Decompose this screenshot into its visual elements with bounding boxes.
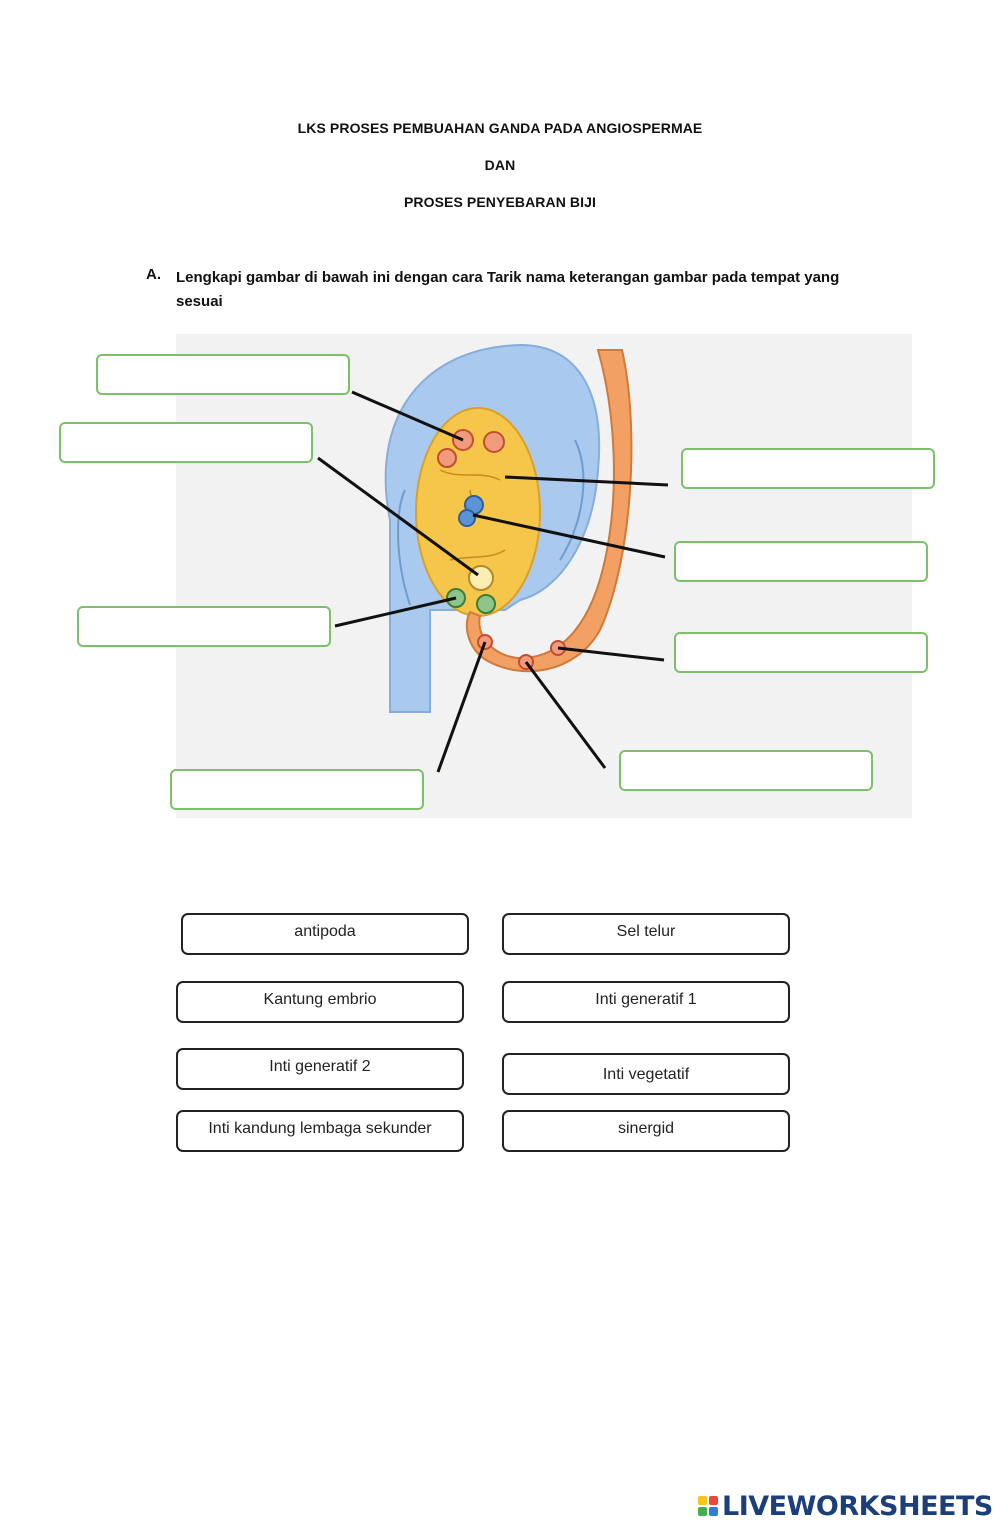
drop-zone-8[interactable] — [170, 769, 424, 810]
logo-square-red — [709, 1496, 718, 1505]
integument-fold-left — [398, 490, 410, 605]
leader-line-3 — [505, 477, 668, 485]
drop-zone-1[interactable] — [96, 354, 350, 395]
page-title-line-1: LKS PROSES PEMBUAHAN GANDA PADA ANGIOSPE… — [0, 120, 1000, 136]
leader-line-4 — [473, 515, 665, 557]
leader-line-2 — [318, 458, 478, 575]
embryo-sac-network — [440, 470, 505, 560]
sperm-nucleus-2 — [519, 655, 533, 669]
embryo-sac — [416, 408, 540, 616]
drop-zone-5[interactable] — [77, 606, 331, 647]
logo-square-yellow — [698, 1496, 707, 1505]
vegetative-nucleus — [551, 641, 565, 655]
antipoda-cell-3 — [438, 449, 456, 467]
word-chip-sinergid[interactable]: sinergid — [502, 1110, 790, 1152]
pollen-tube — [467, 350, 632, 671]
word-chip-inti-generatif-1[interactable]: Inti generatif 1 — [502, 981, 790, 1023]
logo-square-green — [698, 1507, 707, 1516]
egg-cell — [469, 566, 493, 590]
drop-zone-3[interactable] — [681, 448, 935, 489]
antipoda-cell-2 — [484, 432, 504, 452]
page-title-line-2: DAN — [0, 157, 1000, 173]
integument-fold-right — [560, 440, 583, 560]
drop-zone-4[interactable] — [674, 541, 928, 582]
leader-line-7 — [438, 642, 485, 772]
polar-nucleus-1 — [465, 496, 483, 514]
leader-line-1 — [352, 392, 463, 440]
sperm-nucleus-1 — [478, 635, 492, 649]
liveworksheets-logo-text: LIVEWORKSHEETS — [722, 1491, 993, 1522]
polar-nucleus-2 — [459, 510, 475, 526]
liveworksheets-logo-icon — [698, 1496, 718, 1516]
drop-zone-7[interactable] — [619, 750, 873, 791]
drop-zone-2[interactable] — [59, 422, 313, 463]
word-chip-inti-kandung-lembaga-sekunder[interactable]: Inti kandung lembaga sekunder — [176, 1110, 464, 1152]
liveworksheets-logo: LIVEWORKSHEETS — [698, 1486, 993, 1526]
word-chip-kantung-embrio[interactable]: Kantung embrio — [176, 981, 464, 1023]
leader-line-6 — [558, 648, 664, 660]
instruction-text: Lengkapi gambar di bawah ini dengan cara… — [176, 266, 886, 314]
synergid-2 — [477, 595, 495, 613]
word-chip-inti-generatif-2[interactable]: Inti generatif 2 — [176, 1048, 464, 1090]
leader-line-8 — [526, 662, 605, 768]
word-chip-antipoda[interactable]: antipoda — [181, 913, 469, 955]
leader-lines — [318, 392, 668, 772]
antipoda-cell-1 — [453, 430, 473, 450]
drop-zone-6[interactable] — [674, 632, 928, 673]
instruction-letter: A. — [146, 266, 161, 283]
word-chip-sel-telur[interactable]: Sel telur — [502, 913, 790, 955]
leader-line-5 — [335, 598, 456, 626]
synergid-1 — [447, 589, 465, 607]
word-chip-inti-vegetatif[interactable]: Inti vegetatif — [502, 1053, 790, 1095]
logo-square-blue — [709, 1507, 718, 1516]
integument-outer — [386, 345, 599, 712]
page-title-line-3: PROSES PENYEBARAN BIJI — [0, 194, 1000, 210]
